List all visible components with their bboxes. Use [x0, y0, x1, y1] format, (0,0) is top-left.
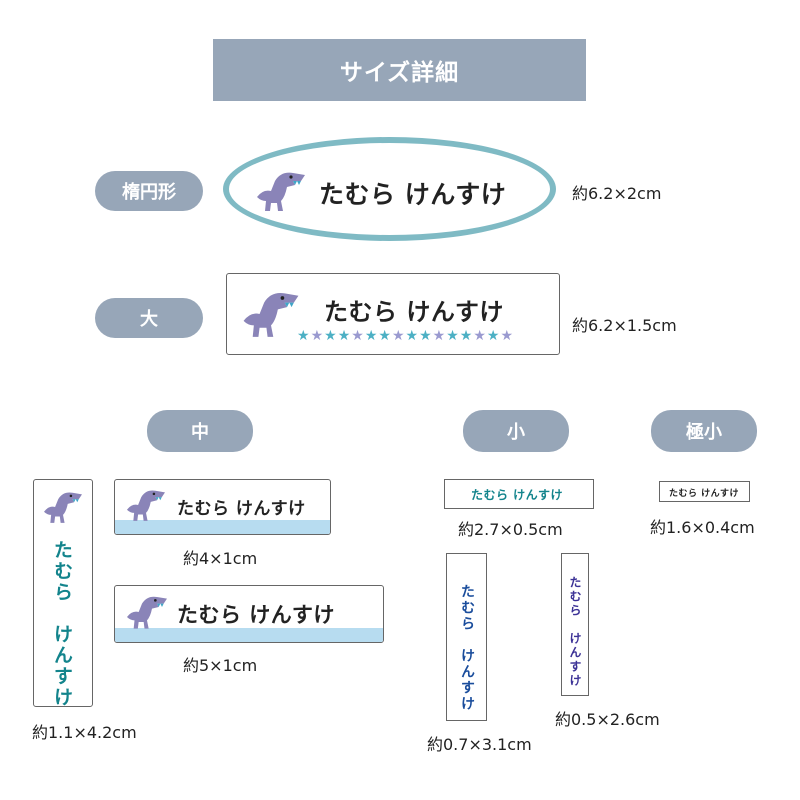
page-title: サイズ詳細 [213, 39, 586, 101]
small-vertical-b-label-sample: たむら けんすけ [561, 553, 589, 696]
oval-label-sample: たむら けんすけ [223, 137, 556, 241]
size-medium-vertical: 約1.1×4.2cm [32, 723, 137, 742]
category-pill-medium: 中 [147, 410, 253, 452]
extra-small-label-sample: たむら けんすけ [659, 481, 750, 502]
medium-5x1-name: たむら けんすけ [177, 603, 335, 627]
star-icon: ★ [378, 328, 391, 344]
star-icon: ★ [432, 328, 446, 344]
star-icon: ★ [473, 328, 486, 344]
size-small-vertical-b: 約0.5×2.6cm [555, 710, 660, 729]
star-icon: ★ [391, 328, 405, 344]
category-label-oval: 楕円形 [122, 182, 176, 203]
star-icon: ★ [351, 328, 364, 344]
medium-5x1-label-sample: たむら けんすけ [114, 585, 384, 643]
category-label-extra-small: 極小 [686, 422, 722, 443]
size-small-vertical-a: 約0.7×3.1cm [427, 735, 532, 754]
large-label-sample: たむら けんすけ ★ ★ ★ ★ ★ ★ ★ ★ ★ ★ ★ ★ ★ ★ ★ ★ [226, 273, 560, 355]
oval-name: たむら けんすけ [319, 180, 507, 209]
star-icon: ★ [486, 328, 500, 344]
size-small-horizontal: 約2.7×0.5cm [458, 520, 563, 539]
dinosaur-icon [127, 490, 165, 521]
small-vertical-b-name: たむら けんすけ [568, 576, 582, 688]
size-medium-5x1: 約5×1cm [183, 656, 258, 675]
medium-4x1-label-sample: たむら けんすけ [114, 479, 331, 535]
star-icon: ★ [337, 328, 351, 344]
dinosaur-icon [127, 596, 167, 629]
large-name: たむら けんすけ [324, 298, 504, 326]
category-label-medium: 中 [191, 422, 209, 443]
color-band [115, 628, 383, 642]
category-pill-oval: 楕円形 [95, 171, 203, 211]
star-icon: ★ [446, 328, 459, 344]
star-icon: ★ [297, 328, 310, 344]
size-extra-small: 約1.6×0.4cm [650, 518, 755, 537]
small-vertical-a-name: たむら けんすけ [459, 584, 475, 712]
page-title-text: サイズ詳細 [339, 60, 460, 86]
category-pill-large: 大 [95, 298, 203, 338]
size-medium-4x1: 約4×1cm [183, 549, 258, 568]
small-horizontal-label-sample: たむら けんすけ [444, 479, 594, 509]
category-label-large: 大 [140, 309, 158, 330]
star-icon: ★ [500, 328, 513, 344]
category-label-small: 小 [507, 422, 525, 443]
medium-vertical-name: たむら けんすけ [51, 540, 73, 707]
star-icon: ★ [419, 328, 432, 344]
size-large: 約6.2×1.5cm [572, 316, 677, 335]
star-row: ★ ★ ★ ★ ★ ★ ★ ★ ★ ★ ★ ★ ★ ★ ★ ★ [297, 329, 513, 343]
star-icon: ★ [459, 328, 473, 344]
small-vertical-a-label-sample: たむら けんすけ [446, 553, 487, 721]
star-icon: ★ [364, 328, 378, 344]
size-oval: 約6.2×2cm [572, 184, 662, 203]
star-icon: ★ [405, 328, 419, 344]
star-icon: ★ [324, 328, 337, 344]
dinosaur-icon [44, 492, 82, 523]
medium-4x1-name: たむら けんすけ [177, 499, 306, 519]
category-pill-extra-small: 極小 [651, 410, 757, 452]
star-icon: ★ [310, 328, 324, 344]
color-band [115, 520, 330, 534]
category-pill-small: 小 [463, 410, 569, 452]
extra-small-name: たむら けんすけ [669, 489, 739, 499]
dinosaur-icon [257, 172, 305, 211]
small-horizontal-name: たむら けんすけ [471, 488, 563, 502]
dinosaur-icon [243, 293, 299, 337]
medium-vertical-label-sample: たむら けんすけ [33, 479, 93, 707]
